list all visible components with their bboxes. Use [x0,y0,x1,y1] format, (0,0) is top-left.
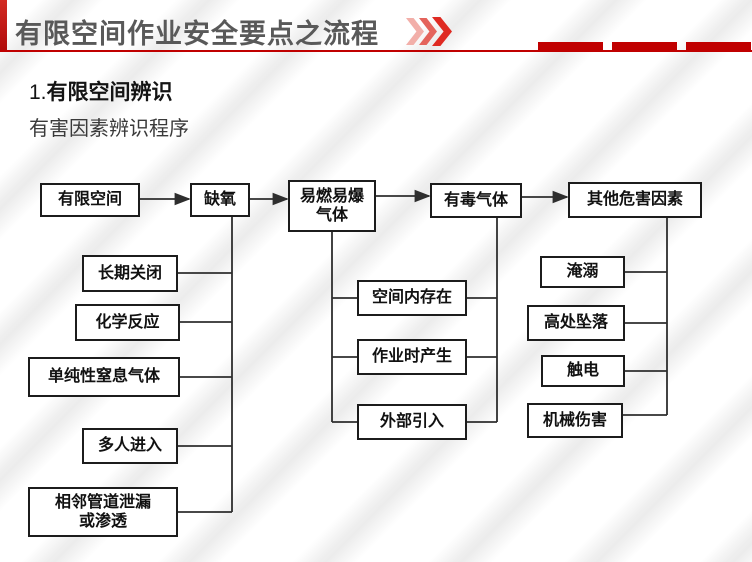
node-external-introduction: 外部引入 [357,404,467,440]
header-dashes [538,42,751,50]
node-chemical-reaction: 化学反应 [75,304,180,341]
node-existing-in-space: 空间内存在 [357,280,467,316]
node-fall-from-height: 高处坠落 [527,305,625,341]
node-generated-during-work: 作业时产生 [357,339,467,375]
node-simple-asphyxiant-gas: 单纯性窒息气体 [28,357,180,397]
page-title: 有限空间作业安全要点之流程 [15,19,379,49]
chevrons-icon [406,17,452,46]
header-dash [612,42,677,50]
section-number: 1. [29,81,47,104]
header-dash [686,42,751,50]
header-divider [0,50,752,52]
node-oxygen-deficiency: 缺氧 [190,183,250,217]
node-multiple-entry: 多人进入 [82,428,178,464]
node-drowning: 淹溺 [540,256,625,288]
node-mechanical-injury: 机械伤害 [527,403,623,438]
section-title: 有限空间辨识 [46,81,173,104]
node-other-hazards: 其他危害因素 [568,182,702,218]
node-electric-shock: 触电 [541,355,625,387]
node-toxic-gas: 有毒气体 [430,183,522,218]
header-accent-bar [0,0,7,51]
section-heading: 1.有限空间辨识 [29,76,173,106]
node-flammable-explosive-gas: 易燃易爆气体 [288,180,376,232]
section-subheading: 有害因素辨识程序 [29,118,189,140]
node-long-term-closed: 长期关闭 [82,255,178,292]
node-adjacent-pipeline-leak: 相邻管道泄漏或渗透 [28,487,178,537]
header-dash [538,42,603,50]
node-confined-space: 有限空间 [40,183,140,217]
